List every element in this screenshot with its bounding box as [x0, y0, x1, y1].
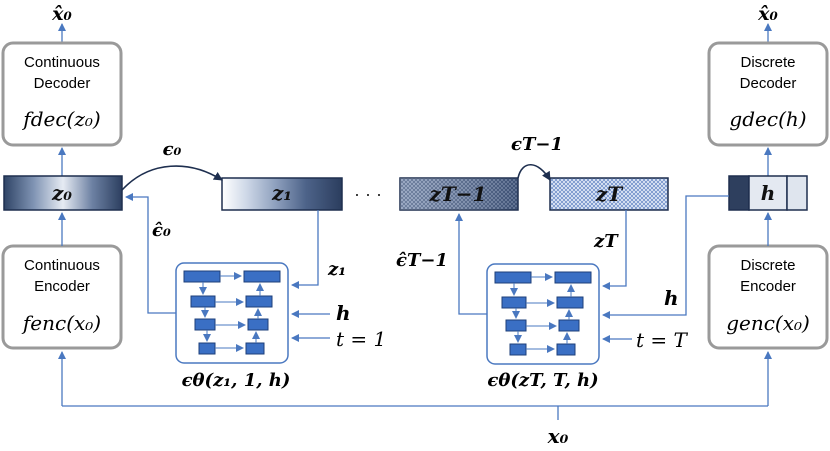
network-right-input-h: h	[664, 286, 679, 310]
continuous-decoder-line1: Continuous	[24, 54, 100, 71]
continuous-decoder-box: Continuous Decoder fdec(z₀)	[1, 41, 123, 147]
eps-hatTm1-label: ϵ̂T−1	[396, 250, 448, 271]
latent-z1-label: z₁	[271, 181, 292, 205]
continuous-encoder-line2: Encoder	[34, 278, 90, 295]
continuous-decoder-line2: Decoder	[34, 75, 91, 92]
arrow-forward-zTm1-zT	[517, 163, 551, 181]
discrete-encoder-box: Discrete Encoder genc(x₀)	[707, 244, 829, 350]
latent-h-label: h	[761, 181, 776, 205]
arrow-network-left-to-z0	[125, 193, 176, 314]
latent-h: h	[728, 175, 808, 211]
eps0-label: ϵ₀	[163, 139, 182, 160]
latent-zTm1-label: zT−1	[429, 182, 487, 206]
discrete-decoder-line2: Decoder	[740, 75, 797, 92]
arrow-zT-to-network-right	[602, 210, 627, 290]
epsTm1-label: ϵT−1	[511, 134, 563, 155]
latent-z0-label: z₀	[51, 181, 72, 205]
latent-zTm1: zT−1	[399, 177, 519, 211]
continuous-encoder-box: Continuous Encoder fenc(x₀)	[1, 244, 123, 350]
discrete-decoder-line1: Discrete	[740, 54, 795, 71]
continuous-encoder-formula: fenc(x₀)	[21, 311, 101, 335]
network-left-label: ϵθ(z₁, 1, h)	[182, 370, 291, 391]
output-left-label: x̂₀	[51, 3, 72, 25]
eps-hat0-label: ϵ̂₀	[152, 220, 171, 241]
continuous-decoder-formula: fdec(z₀)	[21, 107, 100, 131]
discrete-encoder-formula: genc(x₀)	[726, 311, 810, 335]
arrow-network-right-to-zTm1	[455, 213, 487, 315]
network-left-input-h: h	[336, 301, 351, 325]
network-left-input-t: t = 1	[336, 327, 386, 351]
discrete-decoder-formula: gdec(h)	[729, 107, 806, 131]
latent-zT-label: zT	[595, 182, 624, 206]
network-right-label: ϵθ(zT, T, h)	[487, 370, 598, 391]
network-right	[486, 263, 600, 365]
latent-ellipsis: · · ·	[354, 184, 382, 204]
discrete-decoder-box: Discrete Decoder gdec(h)	[707, 41, 829, 147]
network-right-input-t: t = T	[636, 328, 689, 352]
latent-z1: z₁	[221, 177, 343, 211]
latent-z0: z₀	[3, 175, 123, 211]
latent-zT: zT	[549, 177, 669, 211]
arrow-forward-z0-z1	[121, 165, 223, 191]
network-left-input-z1: z₁	[327, 259, 346, 280]
arrow-z1-to-network-left	[291, 210, 319, 289]
input-x0-label: x₀	[547, 424, 569, 448]
continuous-encoder-line1: Continuous	[24, 257, 100, 274]
output-right-label: x̂₀	[757, 3, 778, 25]
network-left	[175, 262, 289, 364]
discrete-encoder-line1: Discrete	[740, 257, 795, 274]
arrow-h-to-network-right	[602, 195, 729, 319]
network-right-input-zT: zT	[593, 231, 619, 252]
discrete-encoder-line2: Encoder	[740, 278, 796, 295]
